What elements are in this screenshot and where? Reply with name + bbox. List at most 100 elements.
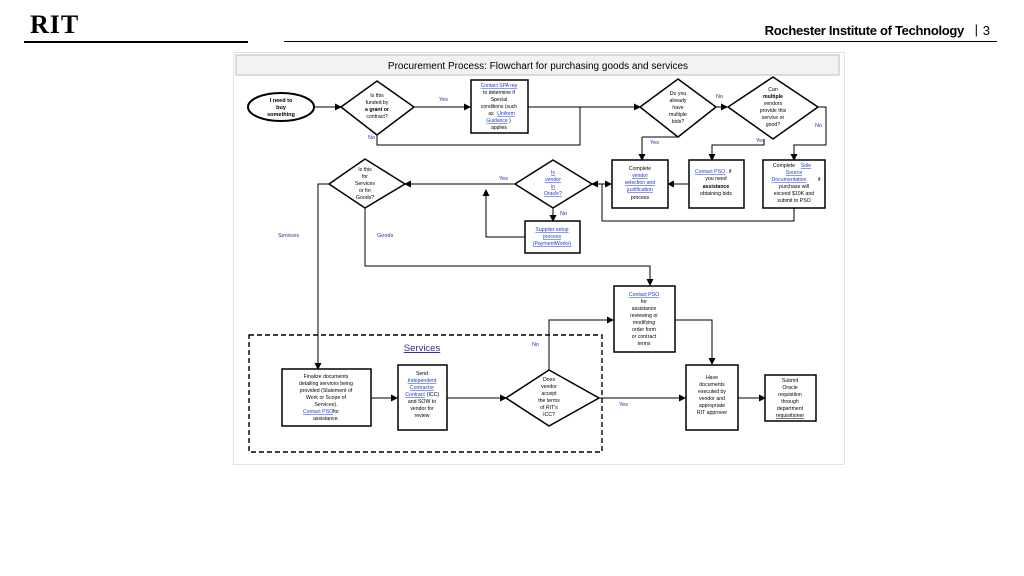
svg-text:a grant or: a grant or [365,107,389,113]
sole-source-link[interactable]: Sole [801,163,811,169]
svg-text:Complete: Complete [629,166,651,172]
bids-yes-label: Yes [650,140,659,146]
svg-text:bids?: bids? [672,119,685,125]
svg-text:Services: Services [355,181,375,187]
header-separator: | [974,22,978,37]
svg-text:reviewing or: reviewing or [630,313,658,319]
svg-text:exceed $10K and: exceed $10K and [774,191,814,197]
uniform-link[interactable]: Uniform [497,111,515,117]
multiple-no-label: No [815,123,822,129]
submit-requisition-text: Submit Oracle requisition through depart… [776,378,805,419]
svg-text:terms: terms [638,341,651,347]
vendor-oracle-decision [513,159,594,209]
svg-text:process: process [543,234,562,240]
header-rule-right [284,41,997,42]
svg-text:order form: order form [632,327,656,333]
svg-text:if: if [818,177,821,183]
accept-terms-text: Does vendor accept the terms of RIT's IC… [538,377,560,418]
svg-text:to determine if: to determine if [483,90,515,96]
grant-text: Is this funded by a grant or contract? [365,93,389,120]
svg-text:conditions (such: conditions (such [481,104,517,110]
svg-text:accept: accept [541,391,557,397]
start-text: I need to buy something [267,98,295,118]
svg-text:modifying: modifying [633,320,655,326]
services-goods-decision [327,158,407,209]
accept-terms-decision [504,369,601,427]
svg-text:submit to PSO: submit to PSO [777,198,810,204]
flowchart-panel: Procurement Process: Flowchart for purch… [233,52,845,465]
multiple-text: Can multiple vendors provide this servic… [760,87,787,128]
svg-text:Do you: Do you [670,91,687,97]
org-name: Rochester Institute of Technology [764,23,965,38]
svg-text:in: in [551,184,555,190]
vendor-selection-link[interactable]: vendor [632,173,648,179]
svg-text:applies: applies [491,125,507,131]
svg-text:through: through [781,399,799,405]
svg-text:funded by: funded by [366,100,389,106]
accept-yes-label: Yes [619,402,628,408]
svg-text:for: for [362,174,368,180]
svg-text:documents: documents [699,382,725,388]
svg-text:): ) [509,118,511,124]
sole-source-text: Complete Sole Source Documentation if pu… [772,163,821,204]
svg-text:Submit: Submit [782,378,799,384]
flowchart-title: Procurement Process: Flowchart for purch… [388,61,688,72]
pso-bids-link[interactable]: Contact PSO [695,169,725,175]
finalize-text: Finalize documents detailing services be… [299,374,353,422]
svg-text:have: have [672,105,683,111]
svg-text:multiple: multiple [763,94,783,100]
goods-edge-label: Goods [377,233,393,239]
multiple-vendors-decision [726,76,820,140]
flowchart-svg: Procurement Process: Flowchart for purch… [235,54,840,453]
svg-text:Goods?: Goods? [356,195,374,201]
edge-labels: Yes No No Yes Yes No Yes No Services Goo… [278,94,822,408]
svg-text:Contract: Contract [405,392,425,398]
svg-text:provided (Statement of: provided (Statement of [300,388,353,394]
services-dashed-region [248,334,603,453]
svg-text:requisition: requisition [778,392,802,398]
svg-text:the terms: the terms [538,398,560,404]
svg-text:ICC?: ICC? [543,412,555,418]
svg-text:requisitioner: requisitioner [776,413,805,419]
svg-text:assistance: assistance [632,306,657,312]
svg-text:Does: Does [543,377,556,383]
svg-text:appropriate: appropriate [699,403,725,409]
svg-text:assistance.: assistance. [313,416,339,422]
finalize-pso-link[interactable]: Contact PSO [303,409,333,415]
vendor-oracle-text[interactable]: Is vendor in Oracle? [544,170,562,197]
svg-text:of RIT's: of RIT's [540,405,558,411]
guidance-link[interactable]: Guidance [486,118,508,124]
svg-text:Is this: Is this [358,167,372,173]
svg-text:Work or Scope of: Work or Scope of [306,395,347,401]
svg-text:Is: Is [551,170,555,176]
svg-text:if: if [729,169,732,175]
bids-decision [638,78,718,138]
finalize-box [281,368,372,427]
svg-text:review: review [415,413,430,419]
services-heading: Services [404,343,441,354]
complete-vendor-text: Complete vendor selection and justificat… [625,166,656,201]
services-goods-text: Is this for Services or for Goods? [355,167,375,201]
svg-text:buy: buy [276,105,287,111]
svg-text:Documentation: Documentation [772,177,807,183]
svg-text:assistance: assistance [703,184,730,190]
svg-text:contract?: contract? [366,114,387,120]
svg-text:service or: service or [762,115,785,121]
svg-text:Is this: Is this [370,93,384,99]
supplier-setup-text[interactable]: Supplier setup process (PaymentWorks) [533,227,572,247]
svg-text:(ICC): (ICC) [427,392,440,398]
send-icc-box [397,364,448,431]
connectors [314,103,827,402]
start-node [247,92,315,122]
svg-text:for: for [333,409,339,415]
pso-review-link[interactable]: Contact PSO [629,292,659,298]
svg-text:Special: Special [491,97,507,103]
icc-link[interactable]: Independent [408,378,437,384]
svg-text:provide this: provide this [760,108,787,114]
spa-link[interactable]: Contact SPA rep [481,83,518,89]
svg-text:selection and: selection and [625,180,656,186]
svg-text:and SOW to: and SOW to [408,399,436,405]
svg-text:Send: Send [416,371,428,377]
have-documents-text: Have documents executed by vendor and ap… [697,375,727,416]
submit-requisition-box [764,374,817,422]
